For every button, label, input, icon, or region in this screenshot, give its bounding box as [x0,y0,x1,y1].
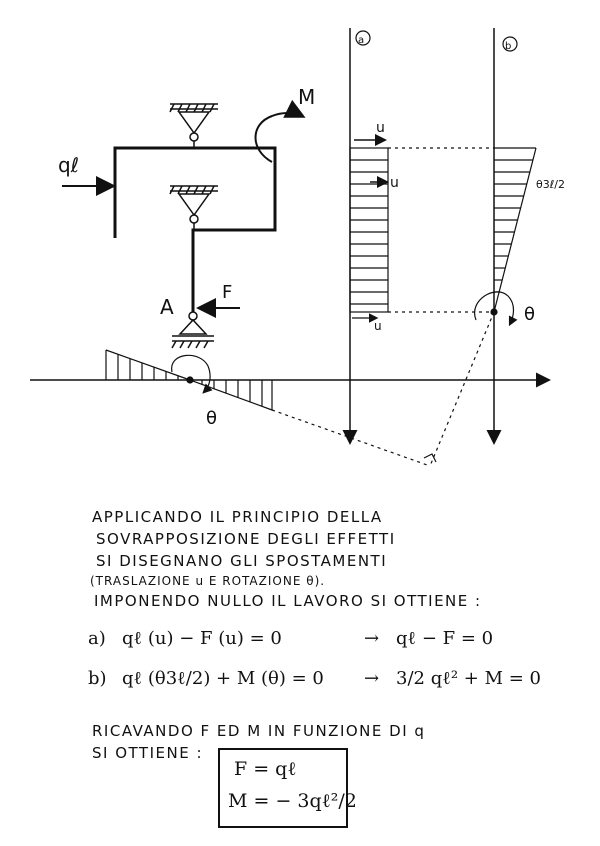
result-M: M = − 3qℓ²/2 [228,790,357,812]
label-theta-h: θ [206,408,217,429]
eq-a-right: qℓ − F = 0 [396,628,494,649]
label-u-bot: u [374,319,382,333]
eq-b-label: b) [88,668,107,689]
label-theta3l2: θ3ℓ/2 [536,178,565,191]
text-line-5: IMPONENDO NULLO IL LAVORO SI OTTIENE : [94,592,482,610]
frame [113,146,277,312]
label-A: A [160,295,174,319]
label-u-mid: u [390,175,399,191]
result-intro-2: SI OTTIENE : [92,744,204,762]
rotation-diagram-b [423,147,537,467]
eq-b-right: 3/2 qℓ² + M = 0 [396,668,541,689]
eq-a-label: a) [88,628,106,649]
label-theta-b: θ [524,304,535,325]
text-line-2: SOVRAPPOSIZIONE DEGLI EFFETTI [96,530,396,548]
text-line-4: (TRASLAZIONE u E ROTAZIONE θ). [90,574,326,588]
text-line-3: SI DISEGNANO GLI SPOSTAMENTI [96,552,388,570]
eq-b-left: qℓ (θ3ℓ/2) + M (θ) = 0 [122,668,324,689]
horizontal-rotation-diagram [105,349,431,467]
middle-hinge-support [169,185,218,230]
M-moment-arrow [254,99,306,163]
label-b: b [505,41,511,52]
result-box: F = qℓ M = − 3qℓ²/2 [218,748,357,828]
label-a: a [358,35,364,46]
result-intro-1: RICAVANDO F ED M IN FUNZIONE DI q [92,722,426,740]
bottom-support-A [171,311,214,349]
top-hinge-support [169,103,218,148]
label-u-top: u [376,120,385,136]
translation-diagram-a [349,147,494,313]
label-ql: qℓ [58,153,79,177]
eq-a-arrow: → [364,628,380,649]
text-line-1: APPLICANDO IL PRINCIPIO DELLA [92,508,383,526]
eq-b-arrow: → [364,668,380,689]
result-F: F = qℓ [234,758,297,780]
label-F: F [222,282,232,303]
label-M: M [298,85,315,109]
eq-a-left: qℓ (u) − F (u) = 0 [122,628,282,649]
